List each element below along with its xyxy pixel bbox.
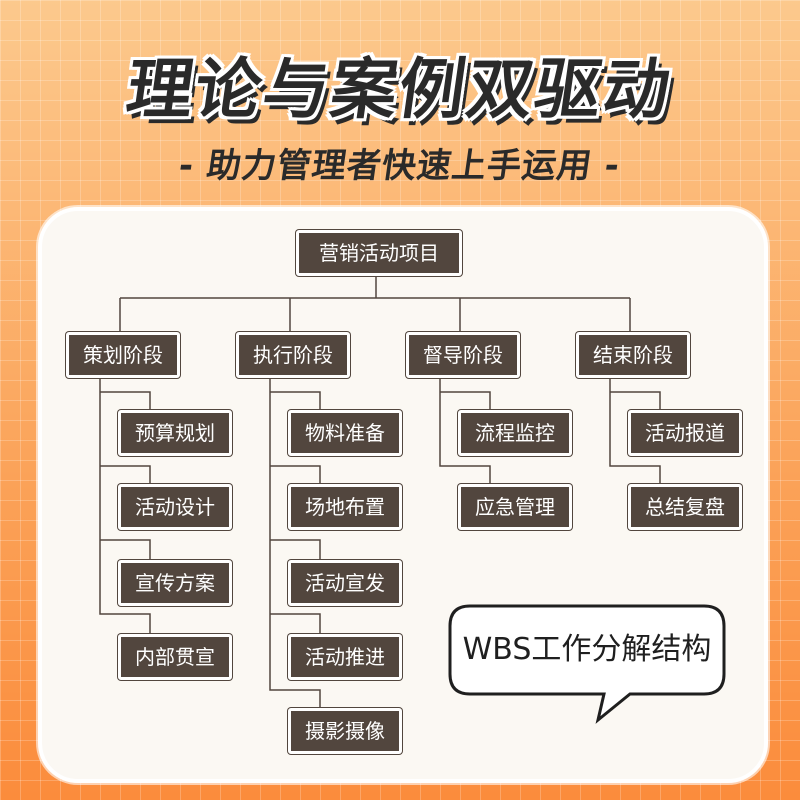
task-node: 活动宣发 xyxy=(288,560,402,606)
task-node: 活动设计 xyxy=(118,484,232,530)
task-node: 流程监控 xyxy=(458,410,572,456)
task-node: 宣传方案 xyxy=(118,560,232,606)
callout-bubble xyxy=(448,604,726,724)
task-node: 预算规划 xyxy=(118,410,232,456)
task-node: 场地布置 xyxy=(288,484,402,530)
task-node: 活动报道 xyxy=(628,410,742,456)
task-node: 内部贯宣 xyxy=(118,634,232,680)
task-node: 应急管理 xyxy=(458,484,572,530)
root-node: 营销活动项目 xyxy=(296,230,462,276)
task-node: 总结复盘 xyxy=(628,484,742,530)
phase-node-closing: 结束阶段 xyxy=(576,332,690,378)
phase-node-planning: 策划阶段 xyxy=(66,332,180,378)
task-node: 物料准备 xyxy=(288,410,402,456)
phase-node-supervision: 督导阶段 xyxy=(406,332,520,378)
phase-node-execution: 执行阶段 xyxy=(236,332,350,378)
task-node: 活动推进 xyxy=(288,634,402,680)
callout-text: WBS工作分解结构 xyxy=(462,632,712,667)
task-node: 摄影摄像 xyxy=(288,708,402,754)
